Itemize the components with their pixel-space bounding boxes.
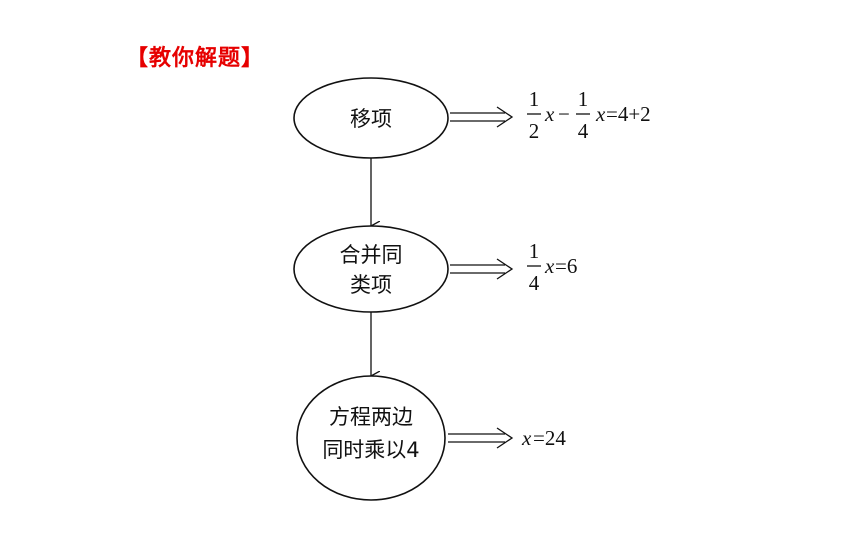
- result-1-var2: x: [595, 102, 606, 126]
- result-3-var: x: [521, 426, 532, 450]
- result-1-var1: x: [544, 102, 555, 126]
- result-2-rhs: =6: [555, 254, 577, 278]
- result-1-frac2-num: 1: [578, 87, 589, 111]
- result-2-frac-num: 1: [529, 239, 540, 263]
- step-2-ellipse: [293, 225, 449, 313]
- step-2-label-line-2: 类项: [350, 273, 392, 297]
- implies-arrow-2: [450, 258, 514, 280]
- result-1-equation: 1 2 x − 1 4 x =4+2: [527, 87, 651, 143]
- implies-arrow-3: [448, 427, 514, 449]
- step-2-label-line-1: 合并同: [340, 243, 403, 267]
- implies-arrow-1: [450, 106, 514, 128]
- result-1-minus: −: [558, 102, 570, 126]
- result-2-var: x: [544, 254, 555, 278]
- result-3-equation: x =24: [521, 426, 566, 450]
- result-1-frac1-den: 2: [529, 119, 540, 143]
- result-3-rhs: =24: [533, 426, 566, 450]
- heading: 【教你解题】: [126, 46, 265, 71]
- result-2-equation: 1 4 x =6: [527, 239, 577, 295]
- result-1-frac2-den: 4: [578, 119, 589, 143]
- result-2-frac-den: 4: [529, 271, 540, 295]
- step-3-ellipse: [296, 375, 446, 501]
- step-3-label-line-1: 方程两边: [329, 405, 413, 429]
- step-3-label-line-2: 同时乘以4: [322, 438, 419, 462]
- result-1-rhs: =4+2: [606, 102, 651, 126]
- step-1-label-line-1: 移项: [350, 107, 392, 131]
- result-1-frac1-num: 1: [529, 87, 540, 111]
